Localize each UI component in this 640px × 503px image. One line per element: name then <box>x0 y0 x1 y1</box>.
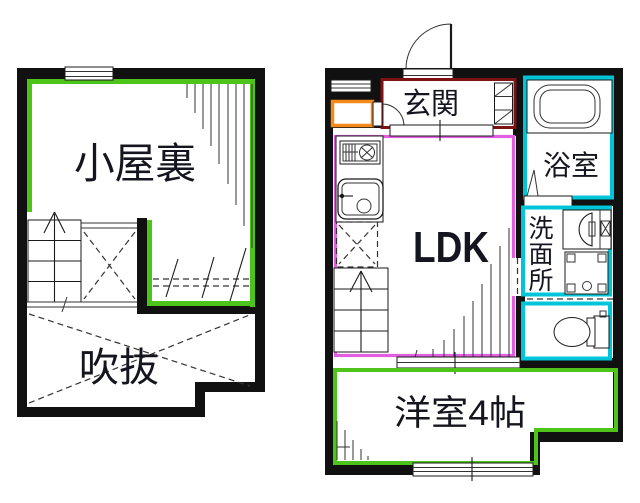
railing-icon <box>153 247 250 302</box>
interior-door-arc-icon <box>372 101 405 127</box>
kitchen-counter <box>335 135 384 223</box>
ldk-washroom-open-door <box>512 258 523 296</box>
entrance-ldk-sliding-door <box>389 120 494 141</box>
washroom-label-char-3: 所 <box>528 267 553 295</box>
stove-icon <box>339 140 381 165</box>
toilet-icon <box>553 310 610 349</box>
ldk-label: LDK <box>413 223 489 272</box>
ldk-stairs-icon <box>333 267 389 353</box>
toilet-room <box>521 301 612 361</box>
attic-slope-hatch-lines <box>186 84 253 248</box>
loft-landing <box>27 222 137 313</box>
refrigerator-space-icon <box>335 221 379 268</box>
washroom-label-char-1: 洗 <box>528 215 553 243</box>
right-plan: 玄関 浴室 洗 面 所 LDK 洋室4帖 <box>325 23 623 481</box>
washing-machine-icon <box>564 251 609 295</box>
loft-stairs-icon <box>27 211 82 303</box>
bedroom-slope-hatch-lines <box>336 421 369 460</box>
kitchen-sink-icon <box>337 178 384 220</box>
bath-room <box>523 75 614 208</box>
shoe-cabinet-icon <box>494 82 513 125</box>
washbasin-icon <box>562 209 612 250</box>
entrance-door-arc-icon <box>405 23 453 70</box>
western-room-label: 洋室4帖 <box>394 394 526 433</box>
attic-window <box>64 66 114 81</box>
bath-room-label: 浴室 <box>543 150 599 181</box>
washroom-label-char-2: 面 <box>528 241 553 269</box>
left-plan-exterior-walls <box>17 68 265 417</box>
entrance-room-label: 玄関 <box>403 88 459 121</box>
entrance-side-window <box>330 79 372 93</box>
bathtub-icon <box>526 79 613 134</box>
bedroom-window <box>412 457 534 481</box>
void-label: 吹抜 <box>79 346 159 390</box>
attic-room-label: 小屋裏 <box>74 140 196 187</box>
void-cross-lines <box>28 313 253 404</box>
washroom <box>521 205 612 297</box>
left-plan: 小屋裏 吹抜 <box>17 66 265 417</box>
storage-box-orange <box>330 99 375 128</box>
